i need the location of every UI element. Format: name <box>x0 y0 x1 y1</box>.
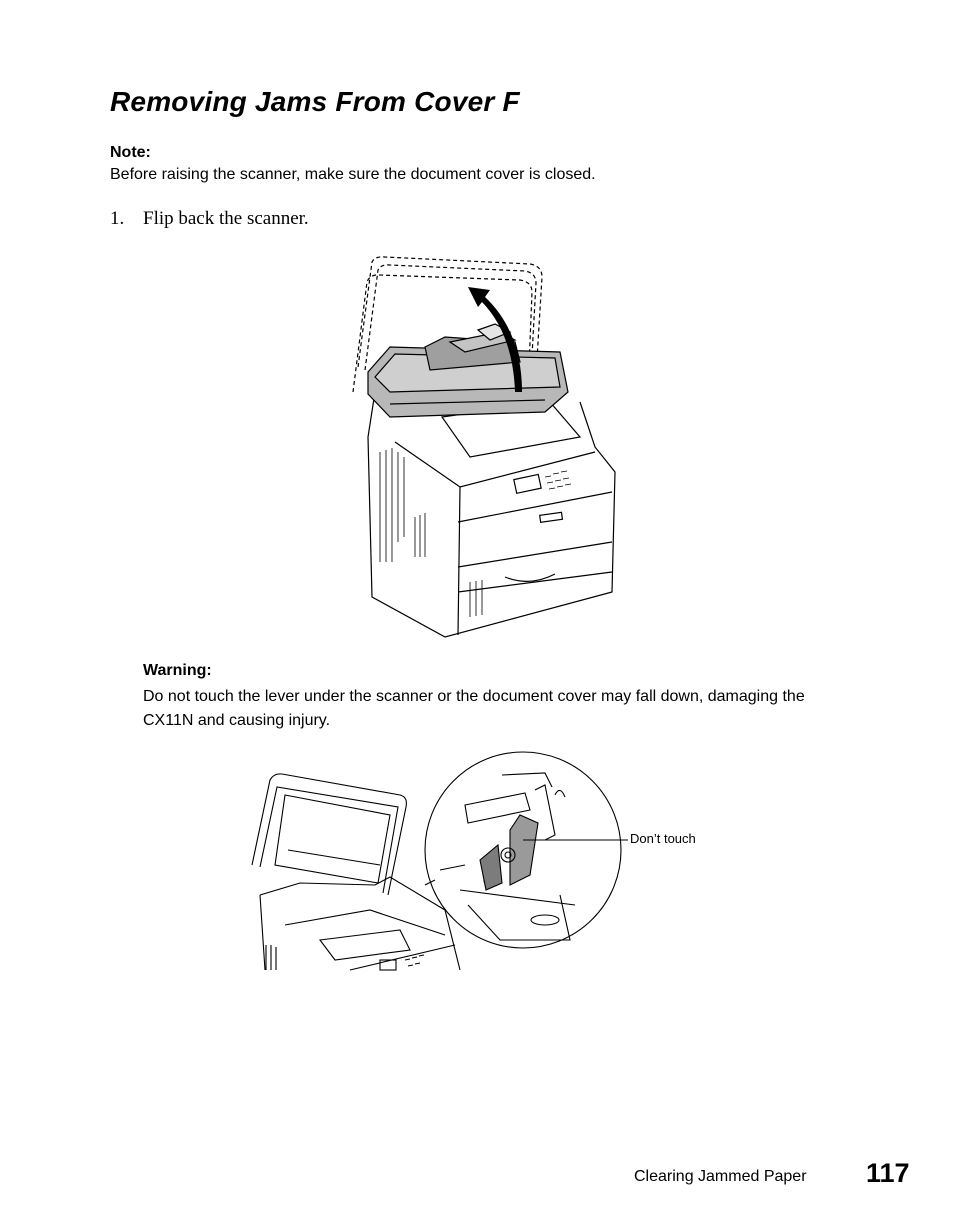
page-number: 117 <box>866 1158 910 1188</box>
note-text: Before raising the scanner, make sure th… <box>110 166 596 183</box>
footer-section-title: Clearing Jammed Paper <box>634 1168 807 1185</box>
step-text: Flip back the scanner. <box>143 208 309 229</box>
step-1: 1. Flip back the scanner. <box>110 208 309 230</box>
page-title: Removing Jams From Cover F <box>110 86 520 117</box>
step-number: 1. <box>110 208 125 229</box>
warning-text: Do not touch the lever under the scanner… <box>143 688 805 729</box>
printer-lever-detail-illustration <box>251 751 628 971</box>
warning-label: Warning: <box>143 662 212 679</box>
printer-scanner-flip-illustration <box>352 256 616 638</box>
note-label: Note: <box>110 144 151 161</box>
dont-touch-callout: Don’t touch <box>630 831 696 846</box>
